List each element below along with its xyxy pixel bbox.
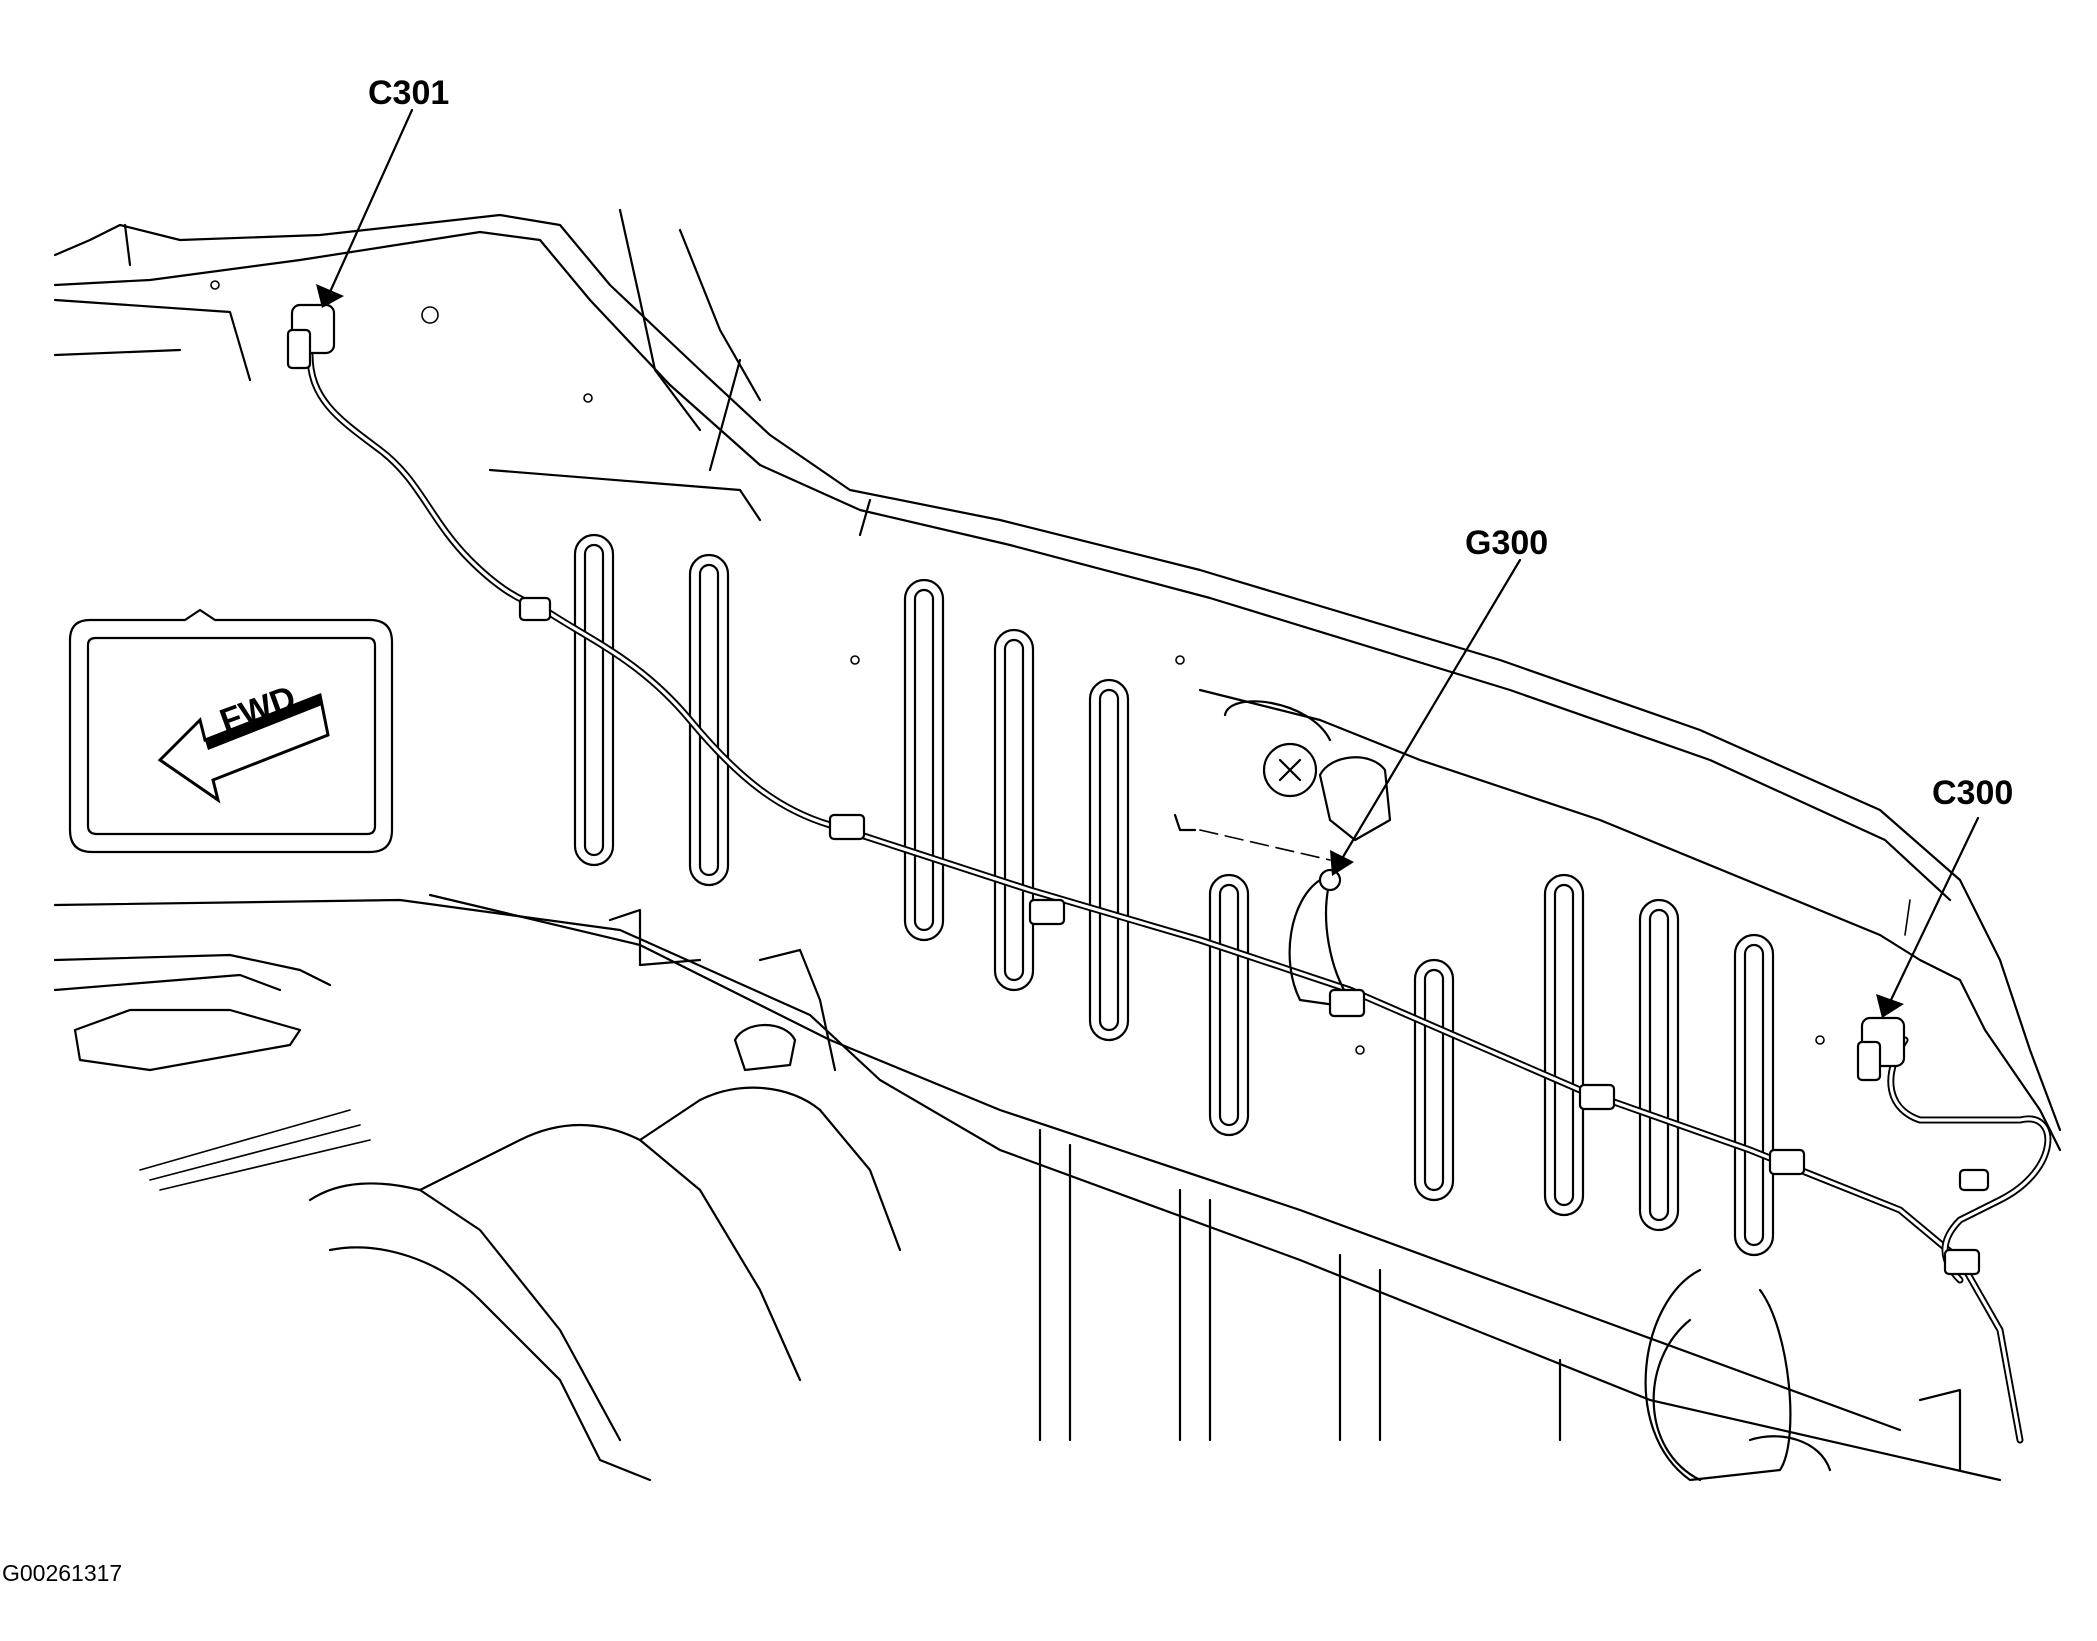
callout-g300: G300 — [1465, 524, 1549, 562]
c300-arrowhead — [1876, 994, 1904, 1018]
bed-floor — [53, 893, 2002, 1482]
figure-id: G00261317 — [2, 1560, 123, 1586]
harness-clips — [518, 596, 1990, 1276]
callout-c301: C301 — [368, 74, 450, 112]
callout-c300: C300 — [1932, 774, 2014, 812]
connector-c301 — [286, 303, 336, 370]
body-outline — [53, 208, 2062, 1152]
ground-g300 — [1173, 700, 1392, 892]
forward-arrow-icon — [157, 692, 330, 804]
panel-slots — [210, 280, 1825, 1257]
fwd-badge — [68, 608, 394, 854]
c301-arrowhead — [316, 284, 344, 308]
connector-c300 — [1856, 1016, 1906, 1082]
g300-arrowhead — [1330, 850, 1354, 876]
leader-lines — [316, 108, 1980, 1018]
